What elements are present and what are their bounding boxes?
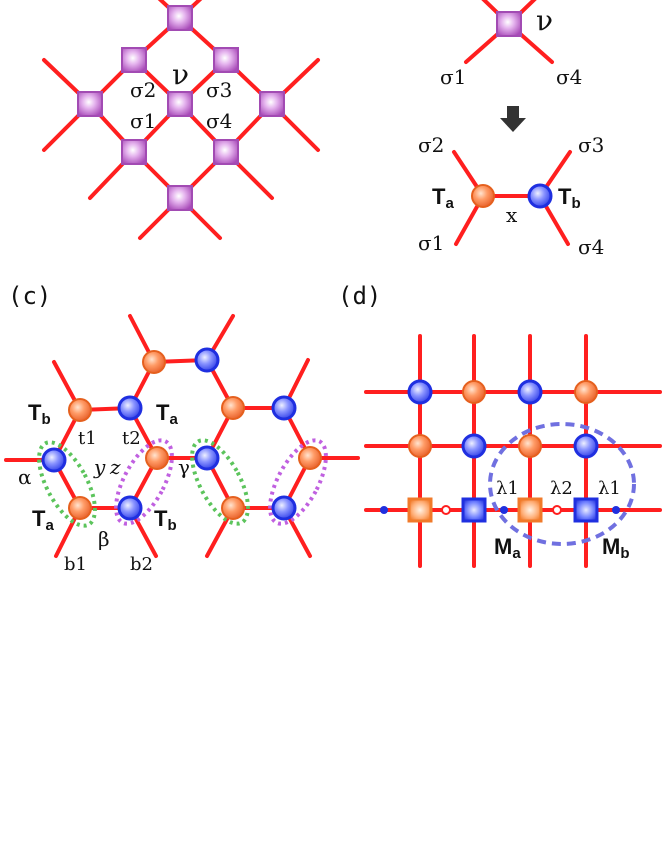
tensor-square <box>167 185 193 211</box>
tensor-orange-node <box>298 446 322 470</box>
sigma-4-label: σ4 <box>556 65 582 89</box>
panel-d-tensors <box>380 379 620 523</box>
nu-label: ν <box>172 58 189 91</box>
tensor-square <box>121 47 147 73</box>
tensor-orange-node <box>408 434 432 458</box>
panel-b-top-vertex: ν σ1 σ4 <box>440 0 582 89</box>
gamma-label: γ <box>178 455 190 479</box>
sigma-3-label: σ3 <box>206 78 232 102</box>
mps-mb-square <box>461 497 487 523</box>
tensor-blue-node <box>271 495 297 521</box>
panel-b-split-tensors: σ2 σ3 σ1 σ4 Ta Tb x <box>418 133 604 259</box>
nu-label: ν <box>536 4 553 37</box>
tensor-blue-node <box>517 379 543 405</box>
tensor-blue-node <box>461 433 487 459</box>
t1-label: t1 <box>78 428 97 449</box>
mps-ma-square <box>517 497 543 523</box>
lambda-bond-dot <box>500 506 508 514</box>
tensor-blue-node <box>271 395 297 421</box>
mps-mb-square <box>573 497 599 523</box>
mps-ma-square <box>407 497 433 523</box>
tb-label: Tb <box>558 184 581 212</box>
sigma-4-label: σ4 <box>206 109 232 133</box>
green-dashed-ellipse <box>190 438 250 526</box>
panel-c-bonds <box>4 314 360 558</box>
panel-b-decomposition: ν σ1 σ4 σ2 σ3 σ1 σ4 Ta Tb x <box>418 0 604 259</box>
lambda-bond-dot <box>380 506 388 514</box>
tensor-orange-node <box>68 398 92 422</box>
tensor-blue-node <box>194 445 220 471</box>
tensor-orange-node <box>574 380 598 404</box>
ma-label: Ma <box>494 534 521 562</box>
b1-label: b1 <box>64 554 87 575</box>
tensor-square <box>77 91 103 117</box>
tensor-ta-node <box>471 184 495 208</box>
panel-a-tensors <box>77 5 285 211</box>
tensor-blue-node <box>407 379 433 405</box>
unit-cell-dashed-circle <box>488 422 636 546</box>
lambda-1-label: λ1 <box>496 478 519 499</box>
tensor-blue-node <box>117 395 143 421</box>
tensor-square-center <box>167 91 193 117</box>
panel-c-tensors <box>41 347 322 521</box>
tensor-blue-node <box>194 347 220 373</box>
b2-label: b2 <box>130 554 153 575</box>
ta-label: Ta <box>432 184 454 212</box>
tensor-blue-node <box>573 433 599 459</box>
sigma-2-label: σ2 <box>130 78 156 102</box>
tensor-square-nu <box>496 11 522 37</box>
panel-c-honeycomb: Tb Ta t1 t2 y z α γ Ta Tb β b1 b2 <box>4 314 360 575</box>
tb-label: Tb <box>154 506 177 534</box>
panel-d-label: (d) <box>338 282 381 310</box>
lambda-1-label: λ1 <box>598 478 621 499</box>
y-label: y <box>93 455 106 479</box>
tb-label: Tb <box>28 400 51 428</box>
x-label: x <box>506 203 518 227</box>
sigma-1-label: σ1 <box>440 65 466 89</box>
tensor-square <box>167 5 193 31</box>
alpha-label: α <box>18 465 32 489</box>
tensor-tb-node <box>527 183 553 209</box>
z-label: z <box>109 455 121 479</box>
tensor-square <box>121 139 147 165</box>
lambda-bond-dot <box>441 505 451 515</box>
tensor-orange-node <box>145 446 169 470</box>
tensor-square <box>259 91 285 117</box>
sigma-1-label: σ1 <box>130 109 156 133</box>
down-arrow-icon <box>500 106 526 132</box>
panel-d-labels: λ1 λ2 λ1 Ma Mb <box>494 478 630 562</box>
ta-label: Ta <box>32 506 54 534</box>
mb-label: Mb <box>602 534 630 562</box>
panel-c-labels: Tb Ta t1 t2 y z α γ Ta Tb β b1 b2 <box>18 400 190 575</box>
panel-a-lattice: ν σ2 σ3 σ1 σ4 <box>42 0 320 240</box>
tensor-orange-node <box>221 496 245 520</box>
tensor-orange-node <box>68 496 92 520</box>
panel-c-label: (c) <box>8 282 51 310</box>
green-dashed-ellipse <box>37 440 97 528</box>
tensor-blue-node <box>117 495 143 521</box>
lambda-2-label: λ2 <box>550 478 573 499</box>
tensor-orange-node <box>221 396 245 420</box>
sigma-2-label: σ2 <box>418 133 444 157</box>
panel-d-square-lattice: λ1 λ2 λ1 Ma Mb <box>364 334 662 568</box>
panel-c-dashed-ellipses <box>37 438 328 528</box>
tensor-orange-node <box>462 380 486 404</box>
tensor-square <box>213 139 239 165</box>
sigma-4-label: σ4 <box>578 235 604 259</box>
lambda-bond-dot <box>552 505 562 515</box>
tensor-blue-node <box>41 447 67 473</box>
t2-label: t2 <box>122 428 141 449</box>
magenta-dashed-ellipse <box>268 438 328 526</box>
tensor-orange-node <box>142 350 166 374</box>
ta-label: Ta <box>156 400 178 428</box>
magenta-dashed-ellipse <box>114 438 174 526</box>
sigma-3-label: σ3 <box>578 133 604 157</box>
tensor-orange-node <box>518 434 542 458</box>
lambda-bond-dot <box>612 506 620 514</box>
beta-label: β <box>98 527 110 551</box>
tensor-square <box>213 47 239 73</box>
sigma-1-label: σ1 <box>418 231 444 255</box>
